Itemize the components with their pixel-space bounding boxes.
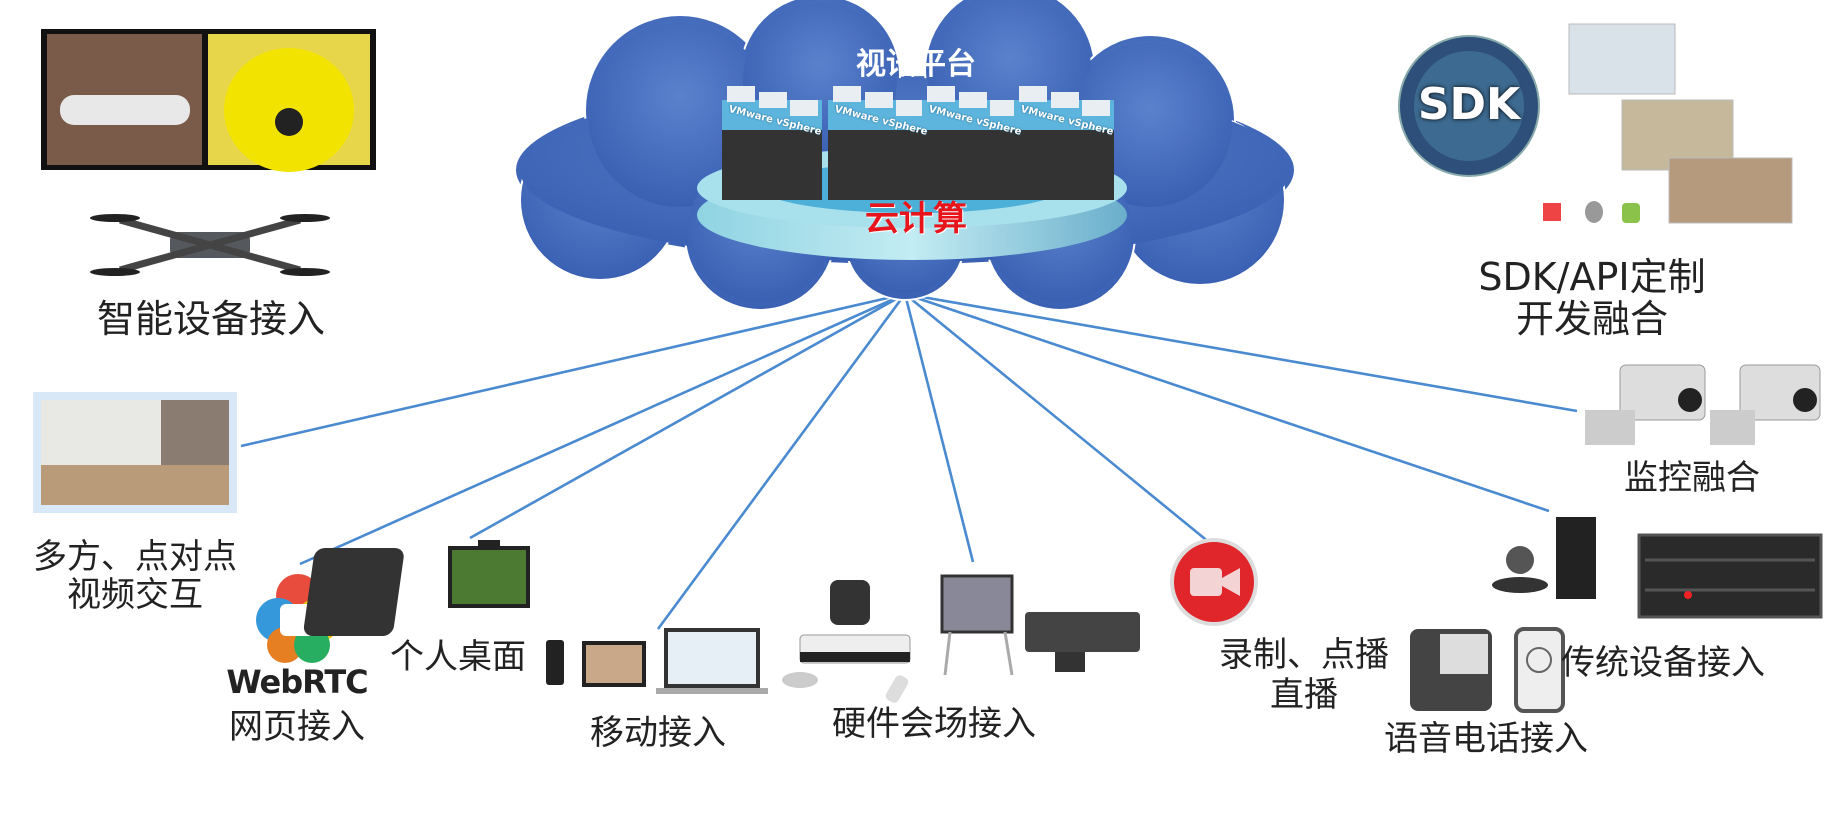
recording-label-line1: 录制、点播 bbox=[1219, 635, 1389, 675]
webrtc-logo-text: WebRTC bbox=[226, 663, 368, 701]
voice-label: 语音电话接入 bbox=[1384, 719, 1588, 759]
cloud-platform-label: 云计算 bbox=[865, 199, 967, 239]
smart-glasses-helmet-photo bbox=[41, 29, 376, 172]
line-legacy bbox=[904, 292, 1550, 513]
drone-image bbox=[90, 214, 330, 276]
line-recording bbox=[904, 292, 1211, 545]
mobile-devices-image bbox=[546, 628, 768, 694]
video-conference-collage bbox=[33, 392, 237, 513]
webrtc-label: 网页接入 bbox=[229, 707, 365, 747]
cloud-title: 视讯平台 bbox=[856, 47, 976, 82]
hardware-label: 硬件会场接入 bbox=[832, 704, 1036, 744]
line-hardware bbox=[903, 293, 975, 563]
line-multiparty bbox=[240, 292, 906, 448]
multiparty-label-line2: 视频交互 bbox=[67, 575, 203, 615]
voice-phones-image bbox=[1410, 627, 1565, 713]
mobile-label: 移动接入 bbox=[590, 713, 726, 753]
sdk-globe-icon bbox=[1398, 35, 1540, 177]
connection-lines bbox=[240, 292, 1578, 630]
legacy-label: 传统设备接入 bbox=[1561, 643, 1765, 683]
desk-phone-image bbox=[303, 540, 530, 636]
line-webrtc bbox=[299, 292, 906, 566]
sdk-logo-text: SDK bbox=[1417, 79, 1521, 130]
android-icon bbox=[1622, 203, 1640, 223]
multiparty-label-line1: 多方、点对点 bbox=[33, 537, 237, 577]
apple-icon bbox=[1585, 201, 1603, 223]
surveillance-cameras-image bbox=[1585, 364, 1821, 445]
sdk-device-photos bbox=[1568, 23, 1793, 224]
smart-device-label: 智能设备接入 bbox=[96, 297, 326, 341]
os-icons bbox=[1543, 201, 1640, 223]
surveillance-label: 监控融合 bbox=[1624, 458, 1760, 498]
server-racks bbox=[722, 86, 1114, 200]
hardware-conference-image bbox=[782, 574, 1140, 703]
sdk-label-line2: 开发融合 bbox=[1515, 297, 1669, 341]
line-surveillance bbox=[904, 292, 1578, 413]
record-video-icon bbox=[1170, 538, 1258, 626]
recording-label-line2: 直播 bbox=[1270, 675, 1338, 715]
line-mobile bbox=[656, 293, 907, 630]
legacy-devices-image bbox=[1492, 517, 1823, 619]
sdk-label-line1: SDK/API定制 bbox=[1478, 255, 1706, 299]
line-desktop bbox=[469, 292, 906, 540]
windows-icon bbox=[1543, 203, 1561, 221]
desktop-label: 个人桌面 bbox=[390, 637, 526, 677]
